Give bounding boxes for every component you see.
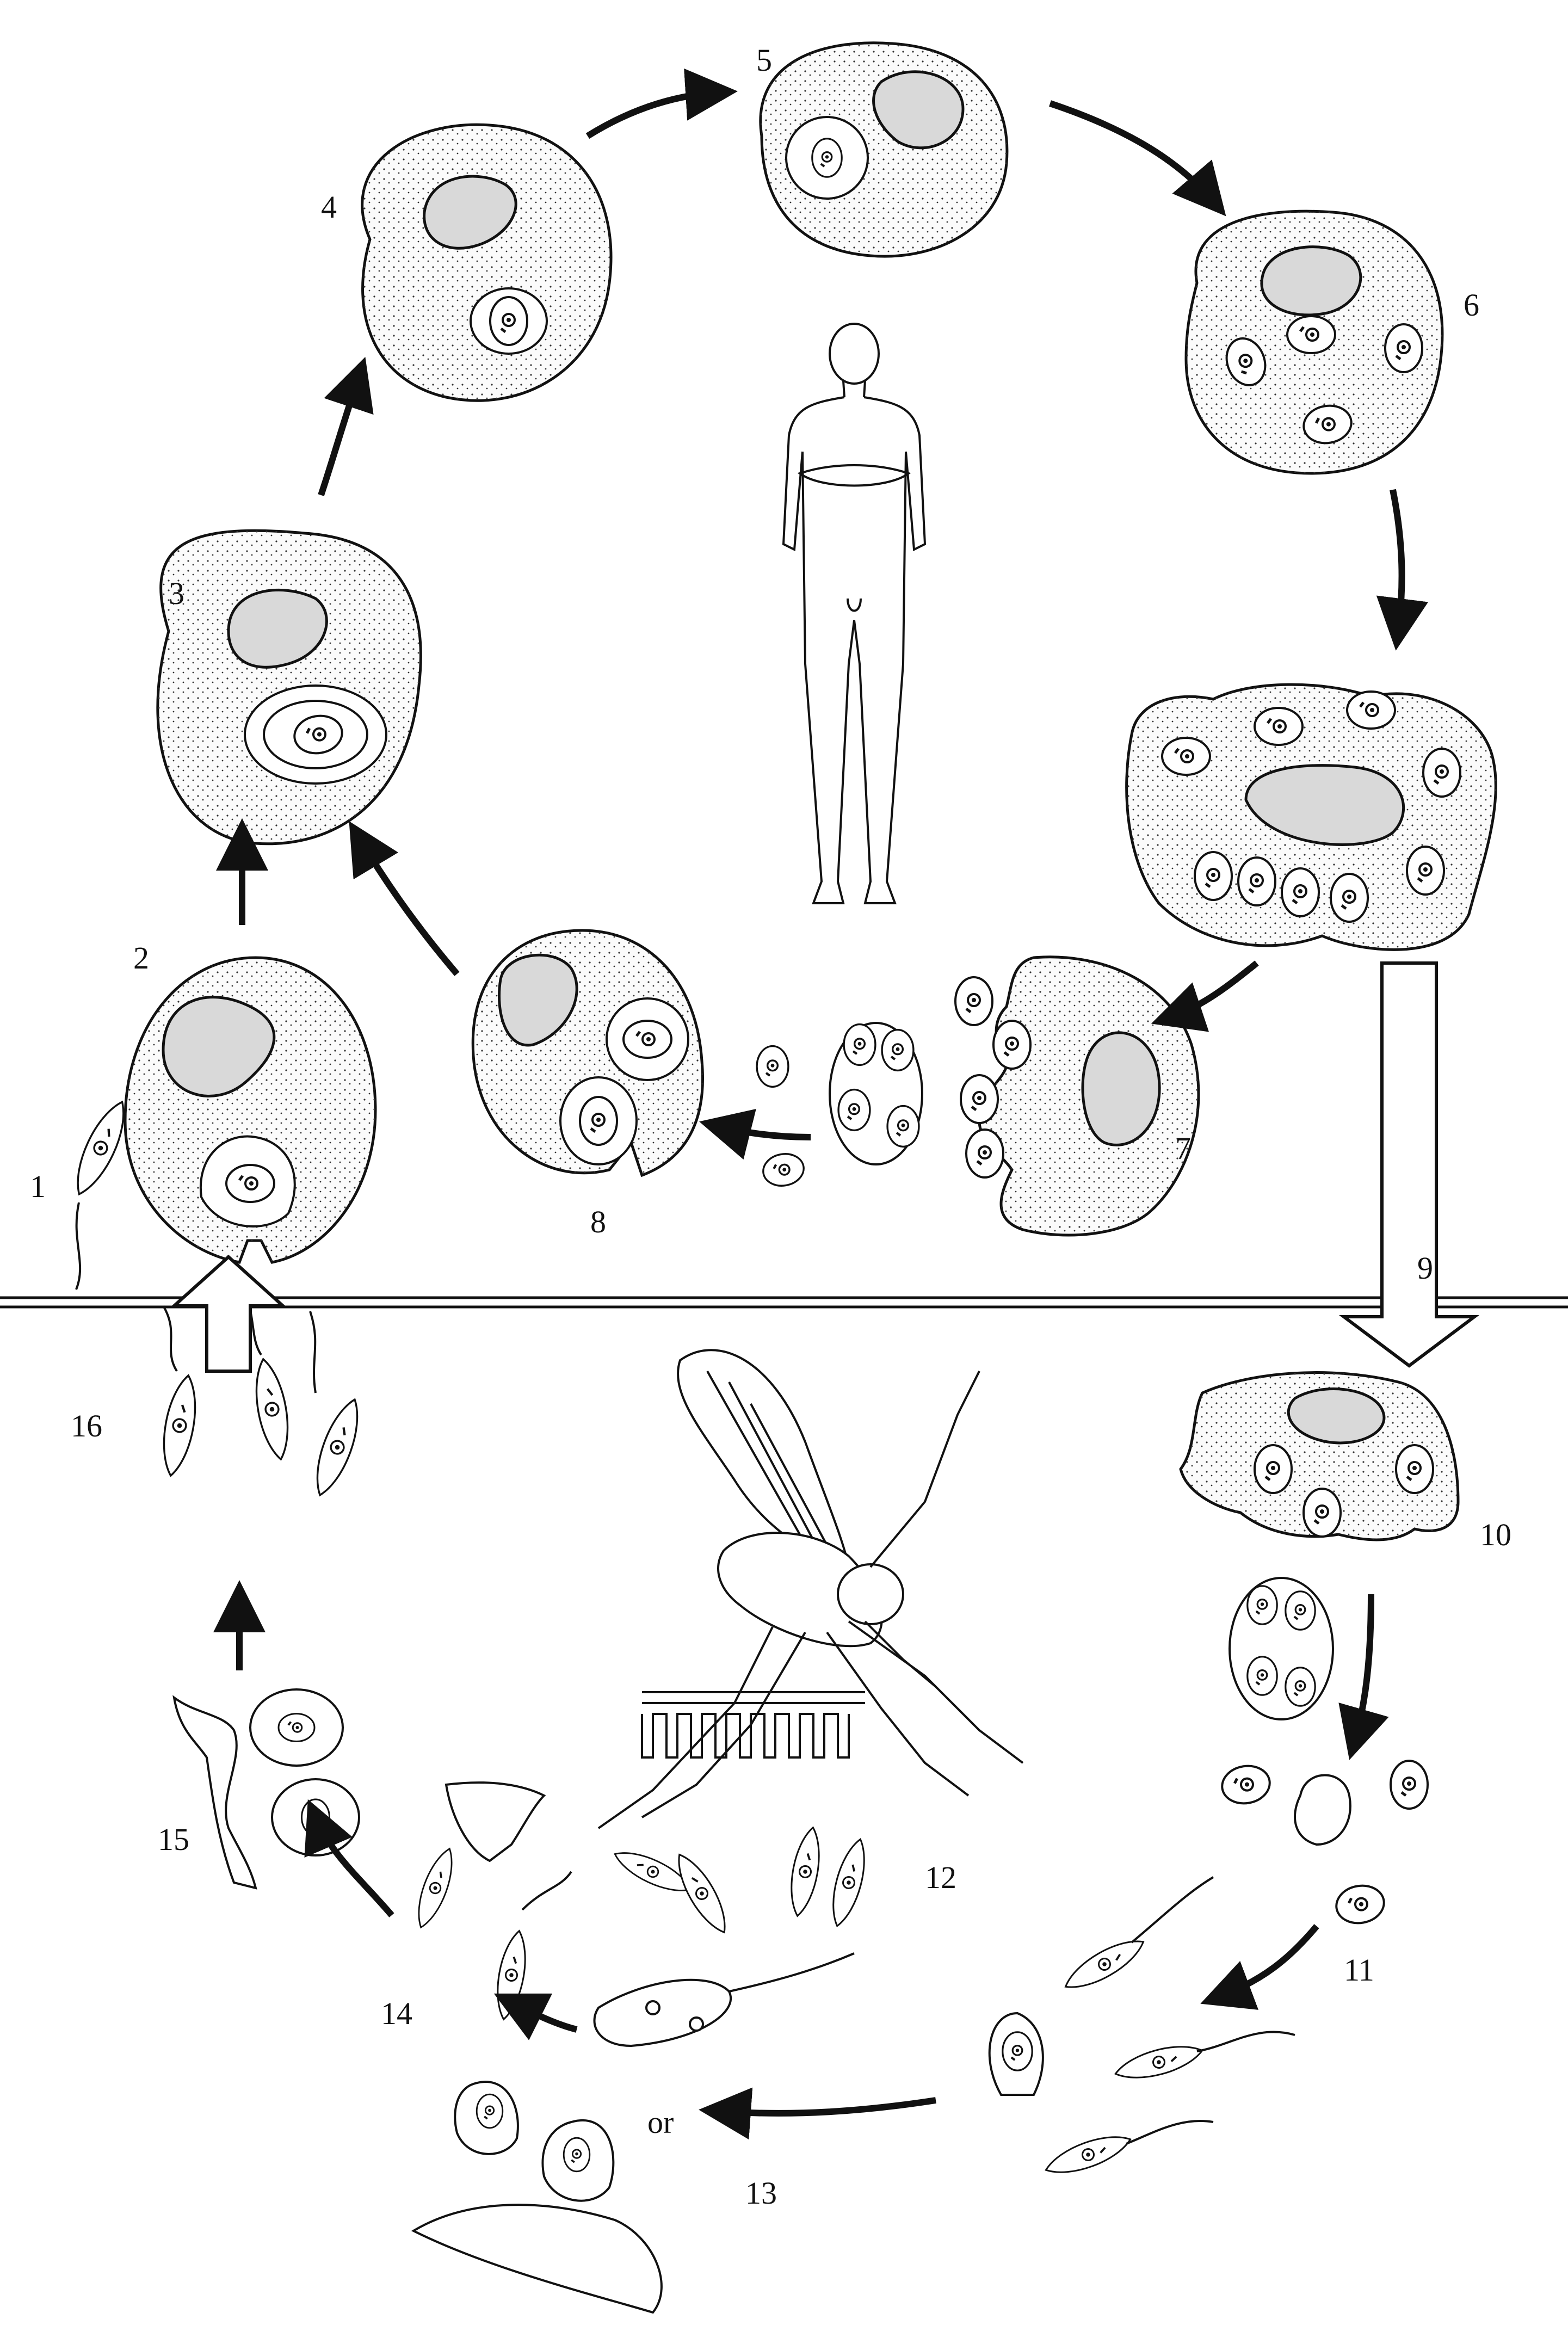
stage-11-amastigotes <box>1219 1761 1428 1927</box>
label-3: 3 <box>169 576 184 611</box>
stage-8-macrophage <box>473 930 702 1175</box>
stage-10-amastigote-cluster <box>1230 1578 1333 1719</box>
label-8: 8 <box>590 1204 606 1239</box>
human-figure <box>783 324 925 903</box>
stage-2-macrophage <box>125 958 375 1262</box>
label-14: 14 <box>381 1996 412 2031</box>
stage-5-macrophage <box>761 43 1007 256</box>
hollow-arrow-down <box>1344 963 1474 1366</box>
stage-10-macrophage <box>1181 1373 1458 1540</box>
stage-12-promastigotes <box>990 1877 1295 2181</box>
stage-4-macrophage <box>362 125 611 400</box>
stage-14-promastigotes <box>410 1782 571 2021</box>
stage-13-dividing <box>595 1953 855 2046</box>
stage-7-rupturing-macrophage <box>955 957 1199 1235</box>
label-10: 10 <box>1480 1517 1511 1552</box>
released-amastigotes <box>757 1023 922 1189</box>
label-11: 11 <box>1344 1952 1374 1988</box>
label-6: 6 <box>1464 287 1479 323</box>
hollow-arrow-up <box>174 1257 283 1371</box>
stage-6b-macrophage <box>1127 684 1496 949</box>
stage-15-cuticle <box>174 1689 359 1888</box>
label-16: 16 <box>71 1408 102 1444</box>
label-5: 5 <box>756 42 772 78</box>
stage-6-macrophage <box>1186 211 1442 473</box>
gut-microvilli <box>610 1692 872 1939</box>
stage-13-haptomonads <box>413 2082 662 2312</box>
label-4: 4 <box>321 189 337 225</box>
stage-3-macrophage <box>158 531 421 843</box>
label-13: 13 <box>745 2175 777 2211</box>
label-12: 12 <box>925 1860 956 1895</box>
label-15: 15 <box>158 1822 189 1857</box>
sandfly-figure <box>598 1350 1023 1828</box>
label-2: 2 <box>133 940 149 976</box>
label-7: 7 <box>1175 1131 1191 1166</box>
stage-16-promastigotes <box>157 1295 368 1500</box>
label-or: or <box>647 2105 674 2140</box>
label-9: 9 <box>1417 1250 1433 1286</box>
label-1: 1 <box>30 1169 46 1204</box>
